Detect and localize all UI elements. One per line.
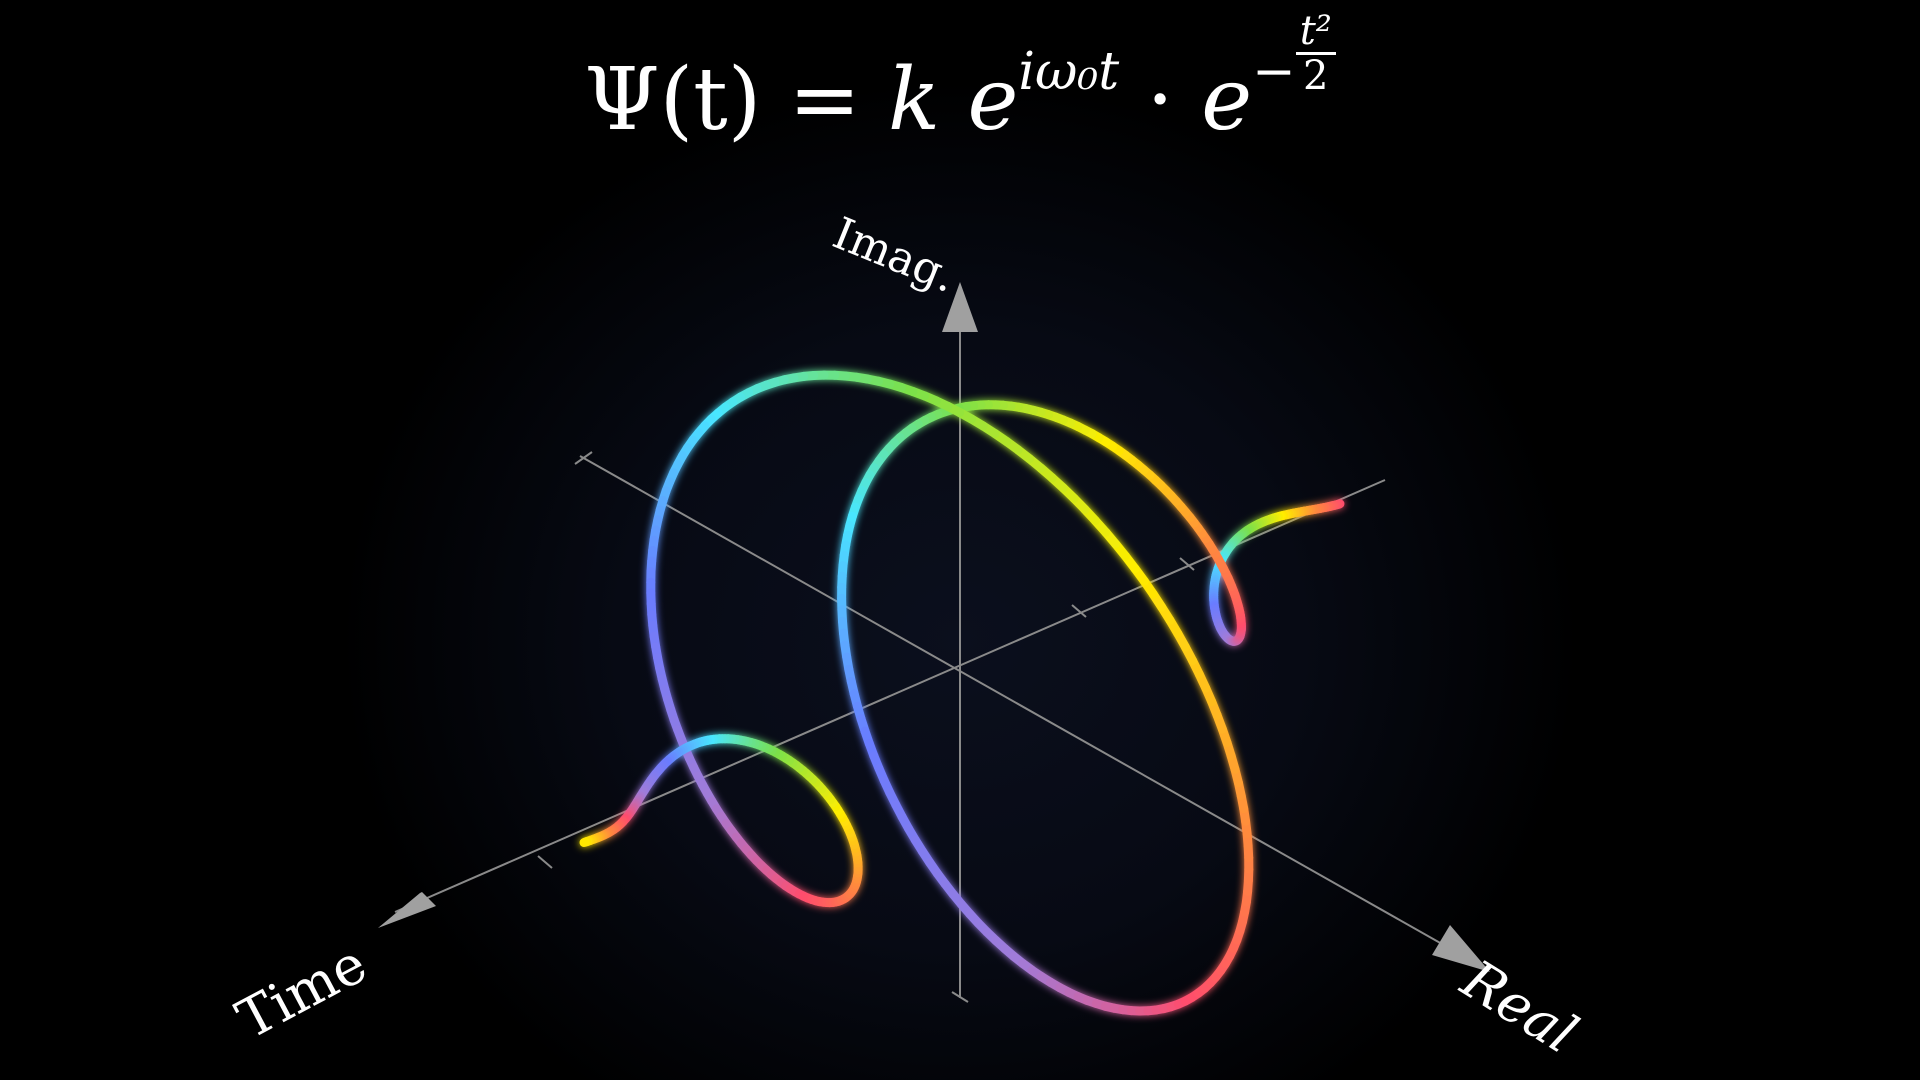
time-axis-arrowhead (378, 892, 436, 928)
exp-base-2: e (1201, 50, 1253, 150)
equals-sign: = (761, 50, 889, 150)
time-axis-label: Time (227, 932, 377, 1052)
psi-symbol: Ψ (584, 50, 660, 150)
axes-group (378, 282, 1490, 1003)
axis-tick (951, 991, 969, 1003)
exponent-1: iω₀t (1018, 42, 1120, 102)
time-axis-line (394, 479, 1386, 913)
fraction-denominator: 2 (1303, 53, 1329, 99)
real-axis-line (579, 455, 1466, 958)
exp-base-1: e (967, 50, 1019, 150)
spiral-curve (579, 370, 1345, 1016)
fraction-numerator: t² (1295, 10, 1336, 55)
imag-axis-arrowhead (942, 282, 978, 332)
imag-axis-label: Imag. (826, 208, 963, 303)
constant-k: k (888, 50, 941, 150)
axis-tick (1179, 557, 1195, 571)
axis-tick (1071, 604, 1087, 618)
lhs-argument: (t) (659, 50, 762, 150)
axis-tick (574, 451, 593, 465)
exponent-2-sign: − (1252, 42, 1296, 102)
dot-operator: · (1146, 50, 1174, 150)
axis-tick (537, 855, 553, 869)
real-axis-arrowhead (1432, 925, 1490, 972)
